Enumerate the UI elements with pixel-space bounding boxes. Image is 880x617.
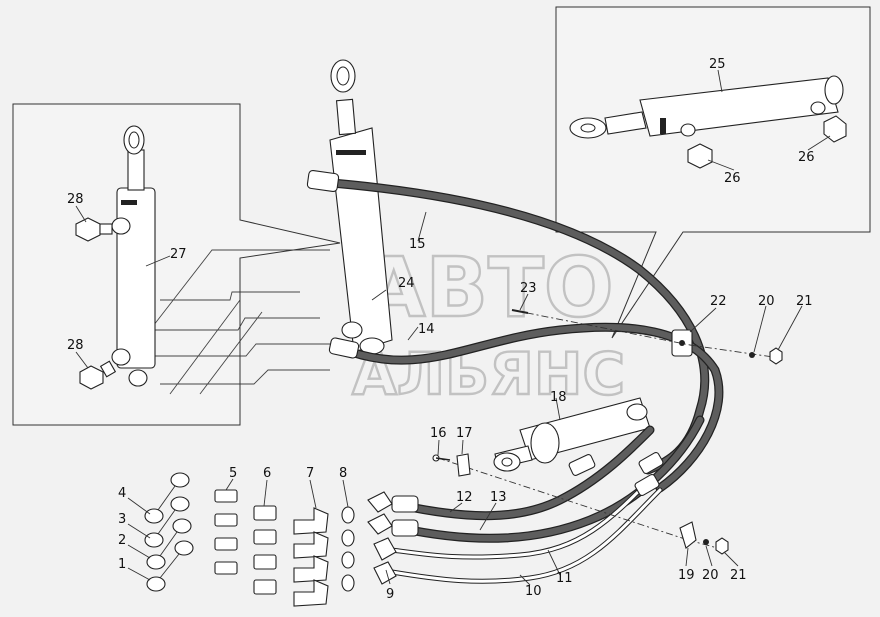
nut-21-upper: [769, 347, 783, 365]
label-4: 4: [118, 486, 126, 501]
washer-20-upper: [749, 352, 755, 358]
fitting-28-upper: [75, 217, 113, 242]
hose-12: [391, 425, 655, 521]
label-25: 25: [709, 57, 726, 72]
label-20-upper: 20: [758, 294, 775, 309]
inset-left-cylinder-27: [12, 103, 341, 426]
elbows-9: [367, 491, 397, 585]
watermark-line2: АЛЬЯНС: [352, 340, 625, 408]
fitting-26-right: [823, 115, 847, 143]
label-2: 2: [118, 533, 126, 548]
label-24: 24: [398, 276, 415, 291]
label-26-right: 26: [798, 150, 815, 165]
label-1: 1: [118, 557, 126, 572]
label-28-upper: 28: [67, 192, 84, 207]
label-8: 8: [339, 466, 347, 481]
callout-numbers: 1 2 3 4 5 6 7 8 9 10 11 12 13 14 15 16 1…: [67, 57, 815, 602]
watermark-line1: АВТО: [362, 241, 614, 336]
label-6: 6: [263, 466, 271, 481]
nut-21-lower: [715, 537, 729, 555]
label-17: 17: [456, 426, 473, 441]
nuts-6: [253, 505, 277, 595]
washer-20-lower: [703, 539, 709, 545]
label-15: 15: [409, 237, 426, 252]
label-12: 12: [456, 490, 473, 505]
label-14: 14: [418, 322, 435, 337]
label-21-upper: 21: [796, 294, 813, 309]
hose-14: [328, 322, 724, 493]
fitting-28-lower: [79, 360, 117, 390]
label-20-lower: 20: [702, 568, 719, 583]
cylinder-24: [329, 59, 393, 355]
label-11: 11: [556, 571, 573, 586]
washers-8: [341, 506, 355, 592]
watermark-logo: АВТО АЛЬЯНС: [149, 240, 626, 409]
pipe-10: [389, 473, 663, 584]
label-21-lower: 21: [730, 568, 747, 583]
label-19: 19: [678, 568, 695, 583]
label-5: 5: [229, 466, 237, 481]
bolt-23: [511, 309, 529, 314]
cylinder-18: [493, 397, 651, 472]
plate-17: [456, 453, 471, 477]
label-23: 23: [520, 281, 537, 296]
bolt-16: [432, 454, 451, 462]
fittings-banjo-1-4: [144, 472, 194, 592]
cylinder-25: [569, 75, 844, 139]
label-18: 18: [550, 390, 567, 405]
label-28-lower: 28: [67, 338, 84, 353]
label-10: 10: [525, 584, 542, 599]
label-26-left: 26: [724, 171, 741, 186]
elbows-7: [293, 507, 329, 607]
label-9: 9: [386, 587, 394, 602]
label-16: 16: [430, 426, 447, 441]
clamp-22: [671, 329, 693, 357]
clip-19: [679, 521, 697, 549]
label-27: 27: [170, 247, 187, 262]
hose-13: [391, 415, 705, 543]
adapters-5: [214, 489, 238, 575]
callout-lines: [75, 69, 831, 586]
label-13: 13: [490, 490, 507, 505]
fitting-26-left: [687, 143, 713, 169]
label-3: 3: [118, 512, 126, 527]
label-7: 7: [306, 466, 314, 481]
label-22: 22: [710, 294, 727, 309]
cylinder-27: [111, 125, 156, 387]
pipe-11: [389, 451, 664, 560]
